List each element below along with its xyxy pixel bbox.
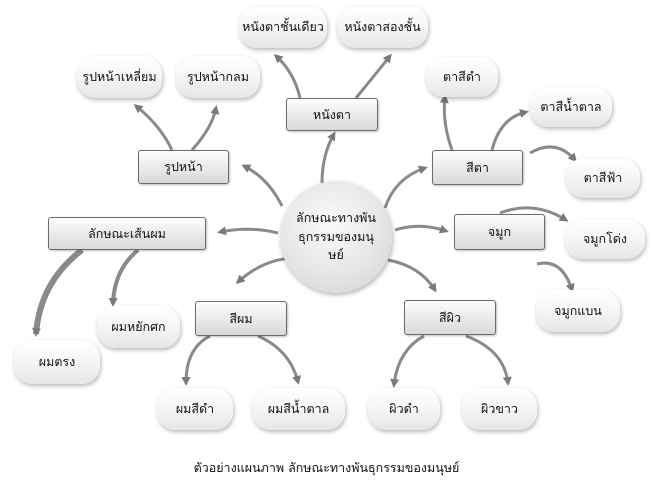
leaf-eyelid-double-label: หนังตาสองชั้น [344, 19, 421, 35]
arrow-hairline-curly [108, 248, 140, 307]
leaf-face-round: รูปหน้ากลม [176, 56, 260, 98]
category-hair: สีผม [195, 301, 287, 336]
leaf-nose-hooked-label: จมูกโด่ง [582, 231, 628, 247]
arrow-eyecolor-black [439, 94, 454, 151]
leaf-eye-blue: ตาสีฟ้า [566, 158, 640, 198]
arrow-eyelid-single [273, 54, 302, 99]
arrow-skin-white [465, 334, 512, 386]
leaf-face-round-label: รูปหน้ากลม [187, 69, 249, 85]
leaf-skin-dark: ผิวดำ [368, 388, 440, 430]
center-label: ลักษณะทางพันธุกรรมของมนุษย์ [296, 209, 376, 263]
arrow-center-hair [235, 256, 293, 285]
leaf-nose-flat-label: จมูกแบน [554, 303, 602, 319]
category-hairline: ลักษณะเส้นผม [48, 217, 206, 250]
arrow-center-eyecolor [383, 165, 428, 209]
category-skin-label: สีผิว [439, 309, 461, 325]
arrow-hair-brown [257, 334, 301, 385]
leaf-nose-hooked: จมูกโด่ง [565, 219, 645, 259]
leaf-eye-black: ตาสีดำ [426, 57, 498, 97]
arrow-eyecolor-blue [529, 145, 577, 163]
leaf-skin-dark-label: ผิวดำ [389, 401, 419, 417]
arrow-skin-dark [390, 334, 425, 388]
category-face-label: รูปหน้า [164, 159, 203, 175]
leaf-hair-brown: ผมสีน้ำตาล [252, 388, 345, 430]
arrow-nose-flat [536, 261, 575, 293]
category-face: รูปหน้า [138, 150, 229, 184]
leaf-hair-curly-label: ผมหยักศก [111, 319, 166, 335]
arrow-eyecolor-brown [490, 108, 529, 151]
arrow-nose-hooked [499, 206, 569, 222]
center-node: ลักษณะทางพันธุกรรมของมนุษย์ [280, 181, 392, 293]
category-hairline-label: ลักษณะเส้นผม [88, 225, 166, 241]
category-eyecolor: สีตา [432, 150, 523, 185]
category-eyelid-label: หนังตา [312, 106, 352, 122]
category-eyelid: หนังตา [286, 98, 378, 131]
leaf-eyelid-single-label: หนังตาชั้นเดียว [242, 19, 324, 35]
leaf-hair-brown-label: ผมสีน้ำตาล [267, 401, 330, 417]
leaf-hair-straight-label: ผมตรง [38, 354, 76, 370]
leaf-hair-black: ผมสีดำ [157, 388, 233, 430]
leaf-eye-blue-label: ตาสีฟ้า [583, 170, 623, 186]
diagram-caption: ตัวอย่างแผนภาพ ลักษณะทางพันธุกรรมของมนุษ… [193, 460, 460, 475]
category-nose-label: จมูก [487, 224, 512, 240]
category-skin: สีผิว [404, 300, 496, 335]
leaf-hair-black-label: ผมสีดำ [175, 401, 215, 417]
category-nose: จมูก [454, 214, 545, 250]
leaf-hair-curly: ผมหยักศก [97, 306, 180, 348]
arrow-eyelid-double [354, 53, 392, 99]
arrow-center-skin [387, 258, 437, 293]
arrow-hair-black [181, 334, 211, 386]
leaf-hair-straight: ผมตรง [14, 340, 100, 384]
leaf-nose-flat: จมูกแบน [536, 290, 620, 332]
arrow-center-eyelid [320, 131, 336, 184]
leaf-skin-white-label: ผิวขาว [481, 401, 518, 417]
category-hair-label: สีผม [229, 310, 253, 326]
leaf-eye-brown: ตาสีน้ำตาล [530, 87, 612, 127]
arrow-center-face [241, 164, 284, 207]
category-eyecolor-label: สีตา [466, 159, 489, 175]
leaf-eye-brown-label: ตาสีน้ำตาล [540, 99, 602, 115]
arrow-face-round [190, 105, 220, 152]
leaf-skin-white: ผิวขาว [462, 388, 537, 430]
leaf-eyelid-single: หนังตาชั้นเดียว [239, 6, 327, 48]
arrow-center-nose [394, 224, 449, 234]
arrow-center-hairline [217, 226, 279, 236]
leaf-eyelid-double: หนังตาสองชั้น [337, 6, 428, 48]
leaf-eye-black-label: ตาสีดำ [443, 69, 481, 85]
leaf-face-square: รูปหน้าเหลี่ยม [77, 56, 162, 98]
leaf-face-square-label: รูปหน้าเหลี่ยม [82, 69, 157, 85]
arrow-hairline-straight [31, 247, 84, 337]
arrow-face-square [133, 104, 174, 151]
